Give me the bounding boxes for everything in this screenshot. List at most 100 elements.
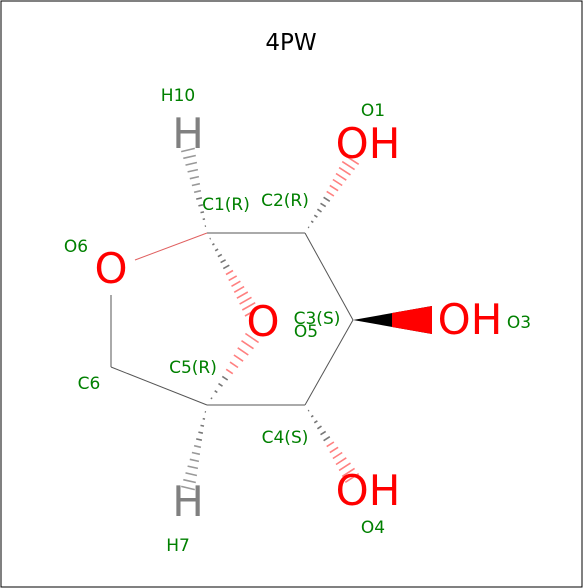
hash-c5-h7-stroke [189, 458, 200, 463]
hash-c5-o5-stroke [210, 397, 213, 400]
hash-c4-o4-stroke [310, 414, 314, 418]
hash-c1-o5-stroke [217, 253, 223, 258]
wedge-c3-o3-red [392, 306, 432, 334]
hash-c2-o1-stroke [310, 220, 314, 224]
hash-c5-h7-stroke [183, 478, 196, 484]
bond-c2-c3 [304, 232, 354, 321]
hash-c1-o5-stroke [214, 248, 219, 252]
hash-c4-o4-stroke [332, 451, 343, 460]
hash-c4-o4-stroke [341, 467, 356, 478]
hash-c1-o5-stroke [233, 285, 245, 293]
hash-c5-o5-stroke [244, 332, 260, 344]
hash-c5-o5-stroke [229, 361, 239, 369]
hash-c5-h7-stroke [198, 431, 204, 434]
hash-c1-o5-stroke [209, 237, 212, 240]
hash-c1-o5-stroke [244, 307, 260, 317]
hash-c1-o5-stroke [228, 275, 238, 282]
hash-c4-o4-stroke [323, 436, 331, 442]
hash-c5-h7-stroke [202, 417, 206, 420]
hashed-bonds [181, 147, 360, 491]
label-c3: C3(S) [294, 309, 341, 329]
hash-c2-o1-stroke [313, 214, 318, 218]
atom-o1: OH [336, 119, 401, 168]
label-o6: O6 [64, 237, 88, 257]
label-c5: C5(R) [169, 358, 217, 378]
hash-c5-h7-stroke [181, 485, 195, 491]
hash-c2-o1-stroke [316, 208, 322, 213]
hash-c1-o5-stroke [241, 302, 256, 311]
hash-c1-o5-stroke [239, 296, 252, 305]
hash-c4-o4-stroke [344, 473, 360, 483]
hash-c1-h10-stroke [193, 189, 202, 194]
hash-c5-h7-stroke [187, 465, 199, 470]
label-h10: H10 [161, 86, 195, 106]
hash-c4-o4-stroke [329, 446, 339, 454]
hash-c1-h10-stroke [202, 218, 206, 221]
label-o3: O3 [507, 313, 531, 333]
hash-c5-o5-stroke [218, 382, 223, 387]
hash-c1-o5-stroke [211, 243, 215, 246]
hash-c5-h7-stroke [191, 451, 201, 456]
label-o1: O1 [361, 101, 385, 121]
hash-c1-o5-stroke [236, 291, 249, 299]
atom-h10: H [172, 109, 204, 158]
hash-c1-h10-stroke [185, 161, 198, 166]
hash-c5-h7-stroke [200, 424, 205, 427]
hash-c2-o1-stroke [344, 155, 360, 165]
hash-c2-o1-stroke [332, 178, 343, 187]
bonds [110, 232, 354, 406]
label-c2: C2(R) [261, 191, 309, 211]
hash-c1-o5-stroke [222, 264, 230, 270]
hash-c1-h10-stroke [196, 197, 203, 200]
hash-c2-o1-stroke [329, 184, 339, 192]
atom-o4: OH [336, 466, 401, 515]
hash-c1-h10-stroke [181, 147, 195, 153]
hash-c5-h7-stroke [193, 444, 202, 449]
atom-o6: O [94, 244, 127, 293]
hash-c4-o4-stroke [338, 462, 351, 472]
hash-c1-h10-stroke [187, 168, 199, 173]
atom-h7: H [172, 477, 204, 526]
hash-c2-o1-stroke [326, 190, 335, 197]
label-c4: C4(S) [262, 428, 309, 448]
hash-c5-h7-stroke [196, 438, 203, 441]
hash-c1-h10-stroke [200, 211, 205, 214]
hash-c1-o5-stroke [231, 280, 241, 287]
hash-c5-o5-stroke [214, 390, 218, 394]
hash-c5-h7-stroke [185, 472, 198, 477]
hash-c5-o5-stroke [221, 375, 229, 381]
hash-c1-h10-stroke [191, 182, 201, 187]
bond-c5-c6 [110, 366, 208, 406]
atom-labels: O1 O3 O4 O5 O6 C1(R) C2(R) C3(S) C4(S) C… [64, 86, 531, 556]
hash-c4-o4-stroke [326, 441, 335, 448]
hash-c5-o5-stroke [241, 340, 254, 350]
bond-c3-c4 [304, 319, 354, 406]
hash-c1-o5-stroke [225, 269, 234, 276]
hash-c4-o4-stroke [313, 420, 318, 424]
hash-c2-o1-stroke [307, 226, 310, 229]
hash-c2-o1-stroke [323, 196, 331, 202]
label-c1: C1(R) [202, 195, 250, 215]
hash-c5-o5-stroke [225, 368, 234, 375]
molecule-title: 4PW [265, 30, 316, 56]
hash-c4-o4-stroke [335, 457, 347, 466]
hash-c2-o1-stroke [338, 166, 351, 176]
hash-c1-h10-stroke [189, 175, 200, 180]
label-o5: O5 [294, 322, 318, 342]
atom-o3: OH [438, 295, 503, 344]
label-c6: C6 [78, 374, 101, 394]
hash-c4-o4-stroke [320, 430, 327, 436]
hash-c2-o1-stroke [341, 160, 356, 171]
hash-c4-o4-stroke [307, 409, 310, 412]
label-o4: O4 [361, 518, 385, 538]
hash-c2-o1-stroke [320, 202, 327, 208]
hash-c1-o5-stroke [220, 259, 226, 264]
bond-o6-c1 [134, 232, 208, 261]
label-h7: H7 [166, 536, 190, 556]
hash-c1-h10-stroke [183, 154, 196, 160]
hash-c5-o5-stroke [233, 354, 244, 362]
hash-c5-o5-stroke [237, 347, 249, 356]
